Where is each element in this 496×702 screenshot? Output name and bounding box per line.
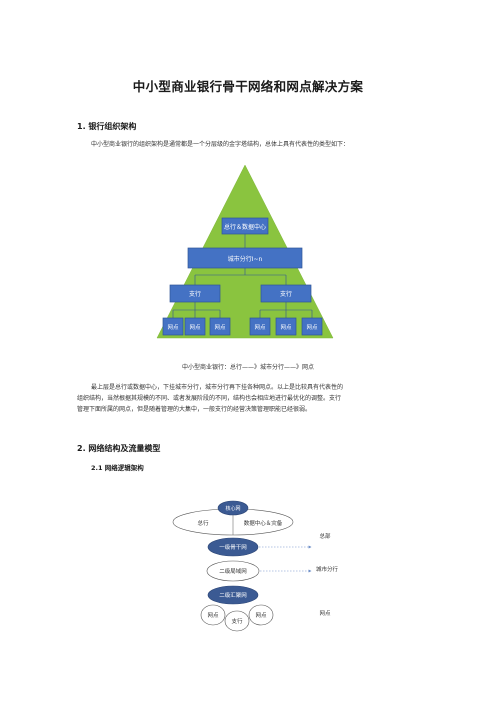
pyramid-outlet-label: 网点 (189, 324, 201, 331)
outlet-left-node: 网点 (200, 604, 226, 626)
agg-2-node: 二级汇聚网 (207, 585, 259, 605)
pyramid-hq-label: 总行＆数据中心 (224, 223, 266, 231)
pyramid-outlet-label: 网点 (306, 324, 318, 331)
pyramid-outlet-box: 网点 (209, 317, 231, 336)
org-pyramid-diagram: 总行＆数据中心 城市分行I~n 支行 支行 网点 网点 网点 网点 网点 网点 (156, 164, 334, 339)
wan-2-node: 二级局域网 (206, 560, 260, 582)
diagram-agg2-label: 二级汇聚网 (219, 591, 247, 599)
pyramid-outlet-label: 网点 (167, 324, 179, 331)
pyramid-branch-right-box: 支行 (260, 284, 312, 303)
pyramid-outlet-box: 网点 (162, 317, 184, 336)
pyramid-outlet-box: 网点 (301, 317, 323, 336)
diagram-level-city-label: 城市分行 (316, 565, 339, 573)
pyramid-city-box: 城市分行I~n (187, 247, 303, 269)
backbone-1-node: 一级骨干网 (207, 537, 259, 557)
diagram-backbone1-label: 一级骨干网 (219, 543, 247, 551)
pyramid-hq-box: 总行＆数据中心 (221, 217, 269, 235)
pyramid-outlet-box: 网点 (275, 317, 297, 336)
page-title: 中小型商业银行骨干网络和网点解决方案 (132, 79, 364, 94)
section-1-heading: 1. 银行组织架构 (77, 122, 137, 131)
section-1-body-line: 管理下面所属的网点，但是随着管理的大集中，一般支行的经营决策管理职能已经很弱。 (77, 406, 312, 413)
outlet-right-node: 网点 (248, 604, 274, 626)
pyramid-outlet-label: 网点 (280, 324, 292, 331)
pyramid-outlet-label: 网点 (214, 324, 226, 331)
pyramid-connectors (172, 234, 313, 318)
core-net-node: 核心网 (217, 500, 249, 516)
diagram-level-hq-label: 总部 (319, 532, 331, 540)
section-2-heading: 2. 网络结构及流量模型 (77, 444, 161, 453)
pyramid-outlet-box: 网点 (249, 317, 271, 336)
pyramid-city-label: 城市分行I~n (228, 255, 263, 263)
diagram-level-outlet-label: 网点 (319, 610, 331, 617)
section-1-intro: 中小型商业银行的组织架构是通常都是一个分层级的金字塔结构，总体上具有代表性的类型… (91, 141, 350, 148)
section-1-body-line: 最上层是总行或数据中心，下挂城市分行，城市分行再下挂各种网点。以上是比较具有代表… (91, 384, 344, 391)
section-2-1-heading: 2.1 网络逻辑架构 (91, 464, 144, 472)
diagram-outlet-left-label: 网点 (207, 612, 219, 619)
pyramid-branch-right-label: 支行 (280, 290, 292, 298)
diagram-dc-label: 数据中心＆灾备 (244, 519, 283, 527)
network-logic-diagram: 总行 数据中心＆灾备 核心网 一级骨干网 二级局域网 二级汇聚网 网点 网点 支… (172, 500, 339, 632)
diagram-core-net-label: 核心网 (225, 505, 240, 512)
pyramid-outlet-box: 网点 (184, 317, 206, 336)
pyramid-branch-left-box: 支行 (169, 284, 221, 303)
sub-branch-node: 支行 (224, 610, 250, 632)
diagram-outlet-right-label: 网点 (255, 612, 267, 619)
pyramid-outlet-label: 网点 (254, 324, 266, 331)
diagram-hq-label: 总行 (197, 519, 209, 527)
level-arrows (259, 545, 312, 573)
pyramid-caption: 中小型商业银行：总行——》城市分行——》网点 (181, 364, 314, 371)
diagram-sub-branch-label: 支行 (231, 617, 243, 625)
pyramid-branch-left-label: 支行 (189, 290, 201, 298)
section-1-body-line: 组织结构，当然根据其规模的不同、或者发展阶段的不同，结构也会相应地进行最优化的调… (77, 395, 342, 402)
diagram-wan2-label: 二级局域网 (219, 567, 247, 575)
